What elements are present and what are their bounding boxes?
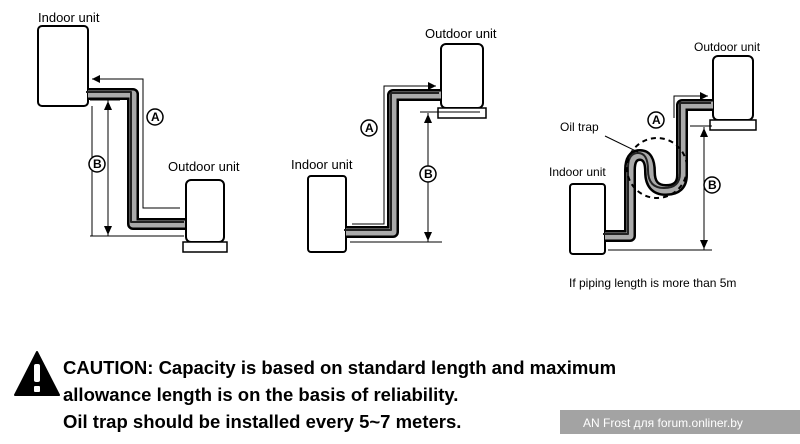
diagram-1: Indoor unit Outdoor unit A B [37, 10, 240, 253]
caution-line-2: allowance length is on the basis of reli… [63, 384, 458, 405]
diagram-3: Outdoor unit Indoor unit Oil trap A B If… [549, 40, 761, 290]
marker-b-3 [703, 176, 721, 194]
oil-trap-label: Oil trap [560, 120, 599, 134]
outdoor-unit-1-label: Outdoor unit [168, 159, 240, 174]
indoor-unit-1-label: Indoor unit [38, 10, 100, 25]
marker-a-2 [360, 119, 378, 137]
marker-a-3-text: A [652, 113, 661, 127]
marker-a-3 [647, 111, 665, 129]
watermark: AN Frost для forum.onliner.by [583, 416, 743, 430]
indoor-unit-2 [307, 175, 347, 253]
marker-a-2-text: A [365, 121, 374, 135]
marker-b-1-text: B [93, 157, 102, 171]
marker-a-1 [146, 108, 164, 126]
caution-line-1: CAUTION: Capacity is based on standard l… [63, 357, 616, 378]
oil-trap-highlight [626, 137, 688, 199]
indoor-unit-3 [569, 183, 606, 255]
caution-line-3: Oil trap should be installed every 5~7 m… [63, 411, 461, 432]
indoor-unit-1 [37, 25, 89, 107]
piping-length-note: If piping length is more than 5m [569, 276, 736, 290]
outdoor-unit-2-label: Outdoor unit [425, 26, 497, 41]
outdoor-unit-1 [185, 179, 225, 243]
indoor-unit-3-label: Indoor unit [549, 165, 606, 179]
outdoor-unit-3-label: Outdoor unit [694, 40, 761, 54]
outdoor-unit-3 [712, 55, 754, 121]
marker-b-1 [88, 155, 106, 173]
outdoor-unit-2 [440, 43, 484, 109]
watermark-bg [560, 410, 800, 434]
marker-b-2 [419, 165, 437, 183]
diagram-2: Outdoor unit Indoor unit A B [291, 26, 497, 253]
marker-b-2-text: B [424, 167, 433, 181]
indoor-unit-2-label: Indoor unit [291, 157, 353, 172]
marker-a-1-text: A [151, 110, 160, 124]
marker-b-3-text: B [708, 178, 717, 192]
caution-block: CAUTION: Capacity is based on standard l… [14, 351, 616, 432]
